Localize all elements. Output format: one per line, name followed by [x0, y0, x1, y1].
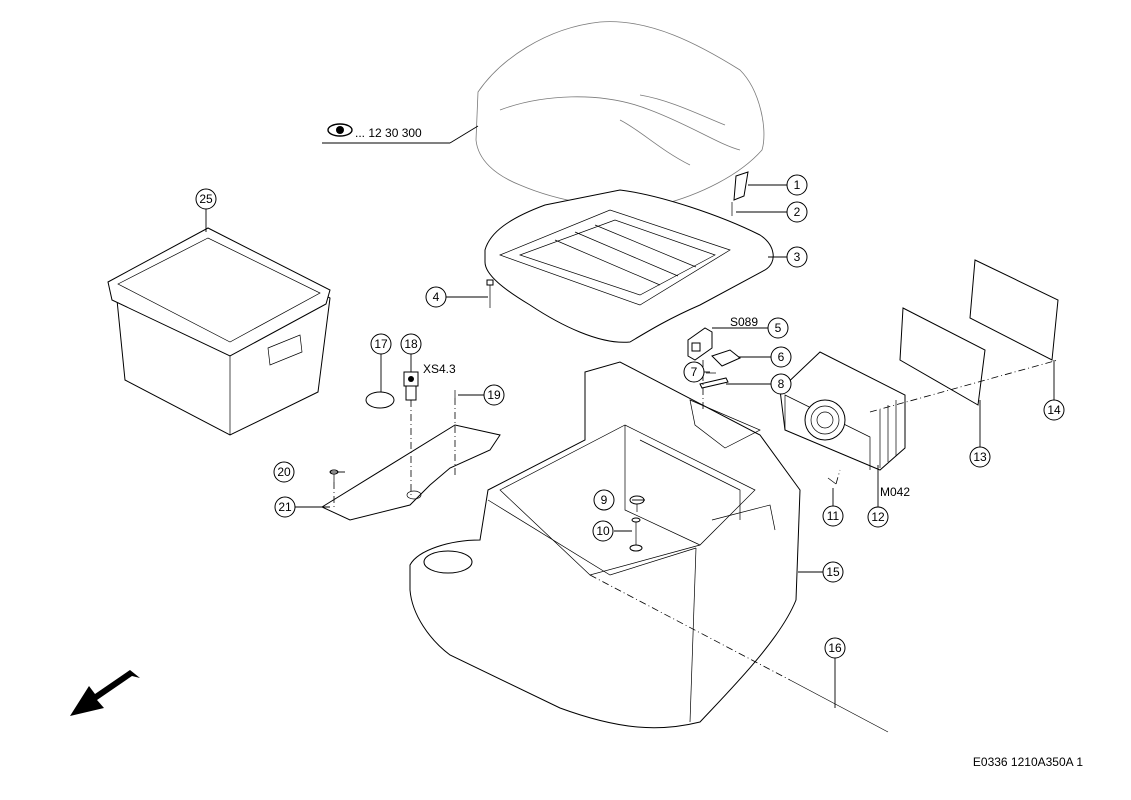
switch-part — [687, 327, 713, 361]
callout-3: 3 — [786, 246, 808, 268]
callout-25: 25 — [195, 188, 217, 210]
callout-8: 8 — [770, 373, 792, 395]
svg-text:10: 10 — [596, 524, 610, 538]
callout-6: 6 — [770, 346, 792, 368]
callout-1: 1 — [786, 174, 808, 196]
callout-17: 17 — [370, 333, 392, 355]
svg-text:21: 21 — [278, 500, 292, 514]
seat-cushion — [475, 21, 765, 208]
callout-2: 2 — [786, 201, 808, 223]
drawing-number: E0336 1210A350A 1 — [973, 755, 1083, 769]
svg-text:25: 25 — [199, 192, 213, 206]
callout-12: 12 — [867, 506, 889, 528]
screw-part — [486, 279, 494, 308]
svg-text:4: 4 — [433, 290, 440, 304]
callout-14: 14 — [1043, 399, 1065, 421]
arrow-icon — [70, 670, 140, 716]
bolt-part — [629, 517, 643, 552]
svg-text:17: 17 — [374, 337, 388, 351]
panel-part — [969, 259, 1059, 361]
cover-part — [711, 349, 741, 367]
fan-unit — [779, 351, 906, 471]
callout-13: 13 — [969, 446, 991, 468]
callout-21: 21 — [274, 496, 296, 518]
svg-text:20: 20 — [277, 465, 291, 479]
svg-text:7: 7 — [691, 365, 698, 379]
storage-box — [107, 227, 331, 436]
svg-text:5: 5 — [775, 321, 782, 335]
callout-19: 19 — [483, 384, 505, 406]
svg-text:18: 18 — [404, 337, 418, 351]
svg-text:3: 3 — [794, 250, 801, 264]
tag-s089: S089 — [730, 315, 758, 329]
rod-part — [789, 679, 889, 733]
reference-note: ... 12 30 300 — [322, 123, 479, 144]
callout-9: 9 — [593, 489, 615, 511]
callout-18: 18 — [400, 333, 422, 355]
callout-20: 20 — [273, 461, 295, 483]
callout-7: 7 — [683, 361, 705, 383]
svg-text:19: 19 — [487, 388, 501, 402]
svg-text:6: 6 — [778, 350, 785, 364]
callout-15: 15 — [822, 561, 844, 583]
eye-icon — [327, 123, 353, 137]
svg-text:15: 15 — [826, 565, 840, 579]
seat-base — [484, 189, 774, 343]
svg-text:1: 1 — [794, 178, 801, 192]
svg-text:13: 13 — [973, 450, 987, 464]
callout-5: 5 — [767, 317, 789, 339]
svg-text:11: 11 — [827, 509, 840, 523]
callout-11: 11 — [822, 505, 844, 527]
cap-part — [365, 391, 395, 409]
leader-lines — [205, 184, 1055, 708]
svg-text:14: 14 — [1047, 403, 1061, 417]
callout-10: 10 — [592, 520, 614, 542]
svg-text:9: 9 — [601, 493, 608, 507]
svg-text:16: 16 — [828, 641, 842, 655]
main-housing — [409, 361, 801, 729]
bracket-part — [733, 171, 749, 201]
assembly-lines — [333, 359, 1059, 681]
screw-part — [827, 477, 837, 485]
callout-16: 16 — [824, 637, 846, 659]
tag-m042: M042 — [880, 485, 910, 499]
callout-balloons: 1 2 3 4 5 6 7 8 9 10 11 12 13 14 15 16 1… — [195, 174, 1065, 659]
svg-text:2: 2 — [794, 205, 801, 219]
socket-part — [403, 371, 419, 401]
svg-text:12: 12 — [871, 510, 885, 524]
tag-xs43: XS4.3 — [423, 362, 456, 376]
callout-4: 4 — [425, 286, 447, 308]
svg-text:8: 8 — [778, 377, 785, 391]
panel-part — [899, 307, 986, 406]
reference-text: ... 12 30 300 — [355, 126, 422, 140]
